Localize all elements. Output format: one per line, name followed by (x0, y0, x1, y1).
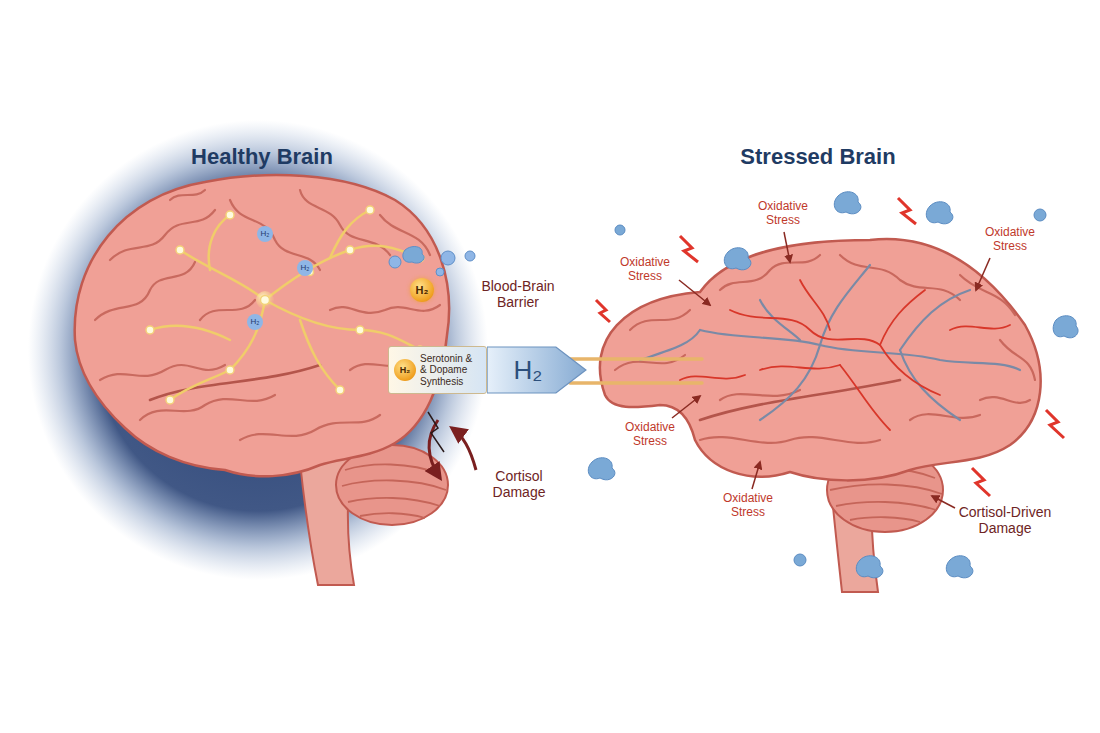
leader-arrows (672, 232, 990, 508)
callout-label: Oxidative Stress (752, 200, 814, 228)
callout-label: Cortisol-Driven Damage (953, 504, 1057, 536)
callout-label: Oxidative Stress (619, 421, 681, 449)
stress-bolts (596, 198, 1064, 496)
free-radicals (588, 192, 1078, 578)
callout-label: Oxidative Stress (614, 256, 676, 284)
process-text: Serotonin & & Dopame Synthesis (420, 353, 480, 388)
arrow-label: H₂ (487, 343, 569, 397)
synthesis-box: H₂Serotonin & & Dopame Synthesis (388, 346, 487, 394)
structure-label: Blood-Brain Barrier (474, 278, 562, 310)
callout-label: Oxidative Stress (979, 226, 1041, 254)
panel-title: Healthy Brain (191, 144, 333, 169)
healthy-glow (23, 115, 493, 585)
molecule-label: H₂ (394, 359, 416, 381)
molecule-label: H₂ (247, 314, 263, 330)
molecule-label: H₂ (257, 226, 273, 242)
panel-title: Stressed Brain (740, 144, 895, 169)
hydrogen-molecules (389, 247, 475, 276)
callout-label: Oxidative Stress (717, 492, 779, 520)
stressed-brain (600, 239, 1041, 592)
molecule-label: H₂ (297, 260, 313, 276)
hydrogen-arrow: H₂ (487, 343, 587, 397)
cortisol-arrows (428, 412, 476, 478)
hydrogen-stream (570, 359, 702, 383)
molecule-label: H₂ (410, 278, 434, 302)
callout-label: Cortisol Damage (483, 468, 555, 500)
